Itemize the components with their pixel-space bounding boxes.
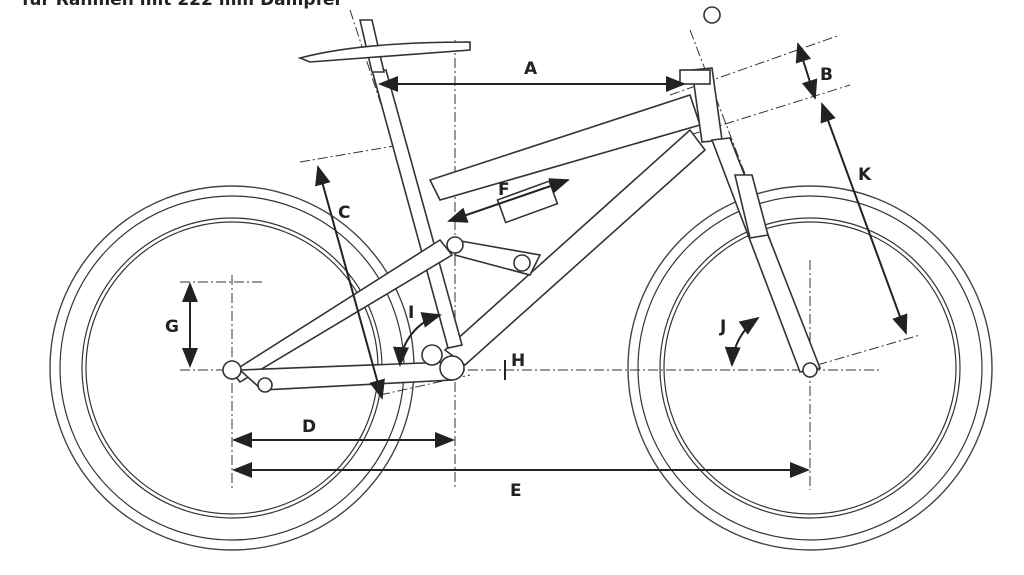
dim-B [795, 42, 818, 100]
label-G: G [165, 317, 179, 337]
label-H: H [511, 351, 525, 371]
label-E: E [510, 481, 522, 501]
label-C: C [338, 203, 350, 223]
front-wheel [627, 185, 993, 551]
label-F: F [498, 180, 510, 200]
dim-K [820, 102, 908, 335]
dim-F [447, 178, 570, 223]
label-D: D [302, 417, 316, 437]
label-K: K [858, 165, 872, 185]
angle-I [392, 312, 442, 367]
label-B: B [820, 65, 833, 85]
angle-J [724, 316, 760, 367]
label-I: I [408, 303, 414, 323]
label-J: J [719, 317, 726, 337]
dimension-lines [182, 42, 908, 478]
dim-C [315, 165, 385, 400]
diagram-caption: für Rahmen mit 222 mm Dämpfer [22, 0, 343, 10]
bike-frame [222, 6, 822, 393]
label-A: A [524, 59, 538, 79]
